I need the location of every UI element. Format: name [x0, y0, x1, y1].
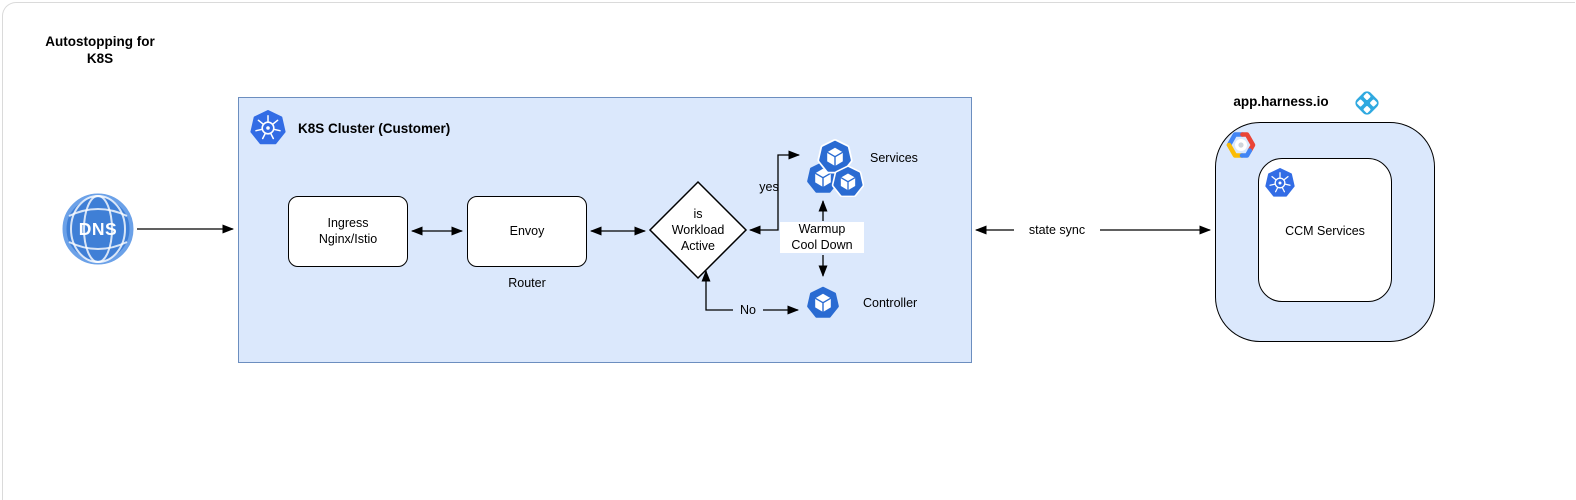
services-label: Services — [870, 151, 918, 165]
router-caption: Router — [508, 276, 546, 290]
edge-label-yes: yes — [759, 180, 779, 194]
edge-label-warmup-cooldown: Warmup Cool Down — [780, 222, 864, 253]
kubernetes-icon-small — [1265, 168, 1295, 197]
edge-label-state-sync: state sync — [1014, 223, 1100, 239]
edge-label-no: No — [733, 303, 763, 319]
harness-logo-icon — [1355, 91, 1379, 115]
services-cubes-icon — [807, 139, 864, 197]
globe-icon — [62, 193, 134, 265]
ingress-node: Ingress Nginx/Istio — [288, 196, 408, 267]
ccm-services-label: CCM Services — [1285, 224, 1365, 238]
google-cloud-icon — [1226, 132, 1256, 158]
envoy-node: Envoy — [467, 196, 587, 267]
controller-label: Controller — [863, 296, 918, 310]
arrow-decision-controller-no — [701, 269, 800, 315]
diagram-title: Autostopping for K8S — [45, 34, 155, 66]
controller-cube-icon — [807, 286, 839, 318]
decision-node-label: is Workload Active — [671, 207, 725, 253]
cluster-title: K8S Cluster (Customer) — [298, 120, 451, 136]
decision-diamond-shape — [648, 180, 748, 280]
arrow-decision-services-yes — [748, 150, 801, 235]
dns-node: DNS — [78, 218, 118, 239]
harness-title: app.harness.io — [1233, 94, 1329, 109]
kubernetes-icon — [250, 110, 286, 145]
